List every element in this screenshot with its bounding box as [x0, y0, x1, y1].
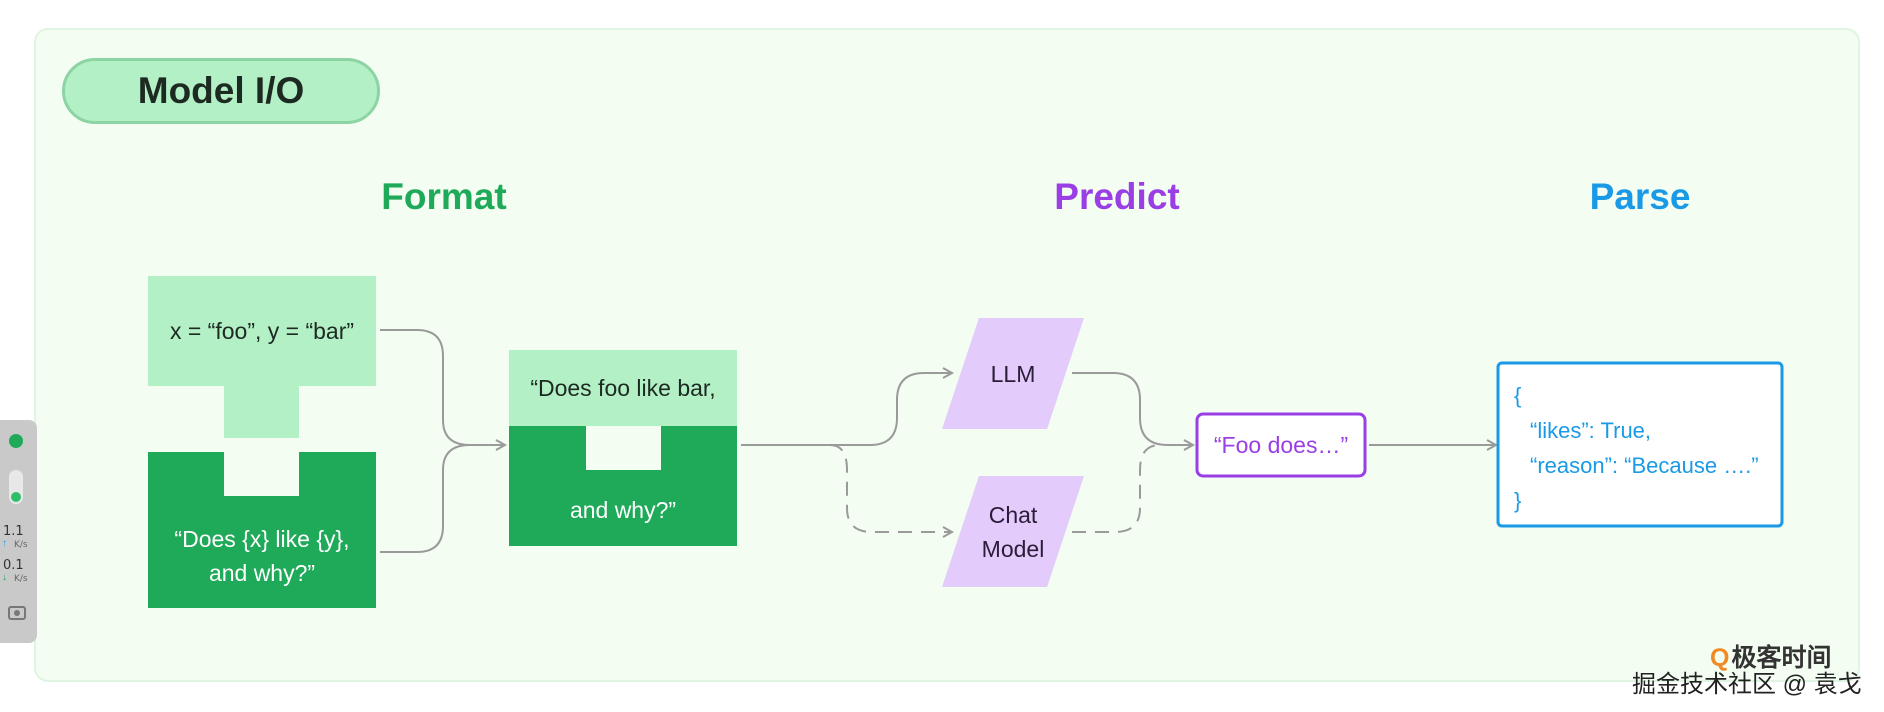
template-line-2: and why?” — [208, 560, 316, 586]
heading-predict: Predict — [1054, 176, 1180, 217]
watermark-logo-text: 极客时间 — [1731, 644, 1832, 672]
camera-icon[interactable] — [8, 606, 26, 620]
llm-label: LLM — [990, 360, 1036, 387]
diagram-title: Model I/O — [62, 58, 380, 124]
connector-prompt-chat — [829, 444, 955, 538]
variables-block — [148, 276, 376, 438]
download-arrow-icon: ↓ — [2, 572, 7, 583]
upload-speed-unit: K/s — [14, 540, 28, 550]
geek-logo-icon: Q — [1710, 644, 1730, 672]
parse-open-brace: { — [1514, 383, 1522, 408]
template-block — [148, 452, 376, 608]
toggle-switch[interactable] — [9, 470, 23, 504]
parse-box — [1496, 361, 1784, 528]
chat-model-line-2: Model — [981, 535, 1045, 562]
prompt-top-block — [509, 350, 737, 426]
parse-line-reason: “reason”: “Because ….” — [1530, 453, 1759, 478]
output-text: “Foo does…” — [1213, 432, 1349, 458]
heading-format: Format — [381, 176, 507, 217]
connector-llm-output — [1072, 372, 1196, 451]
network-monitor-widget[interactable]: 1.1 ↑ K/s 0.1 ↓ K/s — [0, 420, 37, 643]
parse-line-likes: “likes”: True, — [1530, 418, 1652, 443]
watermark-credit: 掘金技术社区 @ 袁戈 — [1632, 671, 1862, 698]
output-box — [1195, 412, 1367, 478]
prompt-bottom-block — [509, 426, 737, 546]
connector-prompt-llm — [741, 367, 955, 446]
variables-text: x = “foo”, y = “bar” — [169, 318, 355, 344]
template-text: “Does {x} like {y}, and why?” — [148, 506, 376, 606]
upload-arrow-icon: ↑ — [2, 538, 7, 549]
status-dot-icon — [9, 434, 23, 448]
prompt-line-1: “Does foo like bar, — [530, 375, 716, 401]
connector-vars — [380, 329, 508, 451]
template-line-1: “Does {x} like {y}, — [174, 526, 350, 552]
parse-close-brace: } — [1514, 488, 1522, 513]
connector-chat-output — [1072, 444, 1161, 533]
parse-text: { “likes”: True, “reason”: “Because ….” … — [1514, 378, 1774, 518]
download-speed-unit: K/s — [14, 574, 28, 584]
upload-speed-value: 1.1 — [3, 524, 24, 539]
chat-model-line-1: Chat — [988, 501, 1038, 528]
prompt-line-2: and why?” — [569, 497, 677, 523]
heading-parse: Parse — [1589, 176, 1691, 217]
download-speed-value: 0.1 — [3, 558, 24, 573]
connector-template — [380, 444, 471, 553]
watermark-logo: Q极客时间 — [1710, 638, 1831, 674]
